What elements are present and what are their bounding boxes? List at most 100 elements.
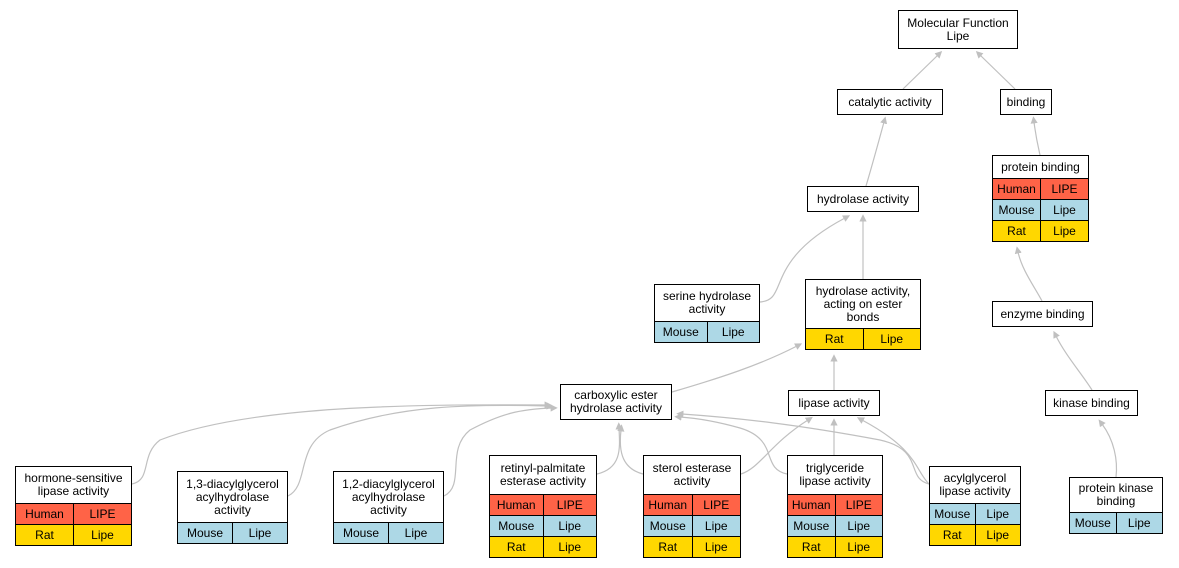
species-name: Rat [942, 528, 962, 542]
gene-symbol[interactable]: Lipe [232, 523, 287, 543]
gene-symbol[interactable]: Lipe [691, 516, 741, 536]
go-term-kinase[interactable]: kinase binding [1045, 390, 1138, 416]
go-term-mf[interactable]: Molecular Function Lipe [898, 10, 1018, 49]
species-name: Rat [801, 540, 821, 554]
gene-symbol[interactable]: Lipe [974, 504, 1021, 524]
go-term-label: sterol esterase activity [652, 461, 732, 488]
edge-carboxylic-to-ester [671, 343, 803, 393]
go-term-hydrolase[interactable]: hydrolase activity [807, 186, 919, 212]
go-term-label: carboxylic ester hydrolase activity [569, 388, 663, 415]
edge-sterol-to-lipase [740, 416, 813, 475]
gene-symbol[interactable]: Lipe [974, 525, 1021, 545]
gene-symbol[interactable]: Lipe [691, 537, 741, 557]
species-name: Mouse [998, 203, 1035, 217]
gene-symbol[interactable]: LIPE [834, 495, 883, 515]
go-term-enzyme[interactable]: enzyme binding [992, 301, 1093, 327]
go-term-label: hormone-sensitive lipase activity [24, 471, 123, 498]
go-term-label: acylglycerol lipase activity [939, 471, 1011, 498]
edge-kinase-to-enzyme [1053, 330, 1093, 391]
species-name: Mouse [793, 519, 830, 533]
edge-hydrolase-to-catalytic [865, 116, 888, 187]
go-term-label: protein kinase binding [1078, 481, 1154, 508]
go-term-ester[interactable]: hydrolase activity, acting on ester bond… [805, 279, 921, 350]
gene-symbol[interactable]: LIPE [73, 504, 131, 524]
species-name: Mouse [649, 519, 686, 533]
gene-symbol[interactable]: Lipe [73, 525, 131, 545]
go-term-label: 1,3-diacylglycerol acylhydrolase activit… [186, 476, 279, 517]
species-name: Rat [1007, 224, 1026, 238]
go-term-label: 1,2-diacylglycerol acylhydrolase activit… [342, 476, 435, 517]
gene-symbol[interactable]: LIPE [1040, 179, 1088, 199]
gene-symbol[interactable]: Lipe [862, 329, 921, 349]
go-term-dag12[interactable]: 1,2-diacylglycerol acylhydrolase activit… [333, 471, 444, 544]
species-row-mouse: Mouse Lipe [655, 321, 759, 342]
species-name: Human [648, 498, 688, 512]
edge-catalytic-to-mf [902, 50, 943, 90]
go-term-carboxylic[interactable]: carboxylic ester hydrolase activity [560, 384, 672, 420]
edge-dag12-to-carboxylic [443, 404, 558, 497]
species-name: Human [997, 182, 1036, 196]
gene-symbol[interactable]: Lipe [1115, 513, 1163, 533]
gene-symbol[interactable]: Lipe [834, 537, 883, 557]
species-row-mouse: Mouse Lipe [644, 515, 740, 536]
edge-acylglycerol-to-lipase [856, 417, 930, 485]
go-term-label: binding [1006, 94, 1046, 109]
gene-symbol[interactable]: Lipe [542, 516, 597, 536]
species-name: Mouse [498, 519, 535, 533]
edge-retinyl-to-carboxylic [596, 422, 623, 475]
gene-symbol[interactable]: LIPE [542, 495, 597, 515]
edge-acylglycerol-to-carboxylic [676, 410, 930, 485]
species-row-mouse: Mouse Lipe [334, 522, 443, 543]
go-term-lipase[interactable]: lipase activity [788, 390, 880, 416]
edge-hsl-to-carboxylic [131, 401, 552, 485]
species-row-human: Human LIPE [993, 178, 1088, 199]
edge-sterol-to-carboxylic [617, 424, 644, 475]
gene-symbol[interactable]: Lipe [1040, 200, 1088, 220]
go-term-label: triglyceride lipase activity [799, 461, 871, 488]
go-term-label: lipase activity [798, 395, 870, 410]
species-row-mouse: Mouse Lipe [788, 515, 882, 536]
species-name: Mouse [1074, 516, 1111, 530]
gene-symbol[interactable]: Lipe [1040, 221, 1088, 241]
species-row-rat: Rat Lipe [930, 524, 1020, 545]
gene-symbol[interactable]: Lipe [388, 523, 443, 543]
go-term-catalytic[interactable]: catalytic activity [837, 89, 943, 115]
species-name: Human [791, 498, 831, 512]
go-term-label: kinase binding [1053, 395, 1130, 410]
go-term-label: enzyme binding [1000, 306, 1085, 321]
gene-symbol[interactable]: Lipe [542, 537, 597, 557]
go-term-dag13[interactable]: 1,3-diacylglycerol acylhydrolase activit… [177, 471, 288, 544]
go-term-label: serine hydrolase activity [662, 289, 752, 316]
gene-symbol[interactable]: Lipe [834, 516, 883, 536]
gene-symbol[interactable]: Lipe [706, 322, 760, 342]
edge-enzyme-to-protein_binding [1014, 246, 1043, 302]
species-name: Rat [35, 528, 54, 542]
go-term-label: retinyl-palmitate esterase activity [499, 461, 587, 488]
gene-symbol[interactable]: LIPE [691, 495, 741, 515]
go-term-binding[interactable]: binding [1000, 89, 1052, 115]
species-row-rat: Rat Lipe [788, 536, 882, 557]
species-name: Mouse [662, 325, 699, 339]
species-name: Mouse [342, 526, 380, 540]
species-row-rat: Rat Lipe [16, 524, 131, 545]
edge-triglyceride-to-carboxylic [674, 413, 788, 475]
species-name: Rat [824, 332, 844, 346]
species-name: Mouse [934, 507, 971, 521]
